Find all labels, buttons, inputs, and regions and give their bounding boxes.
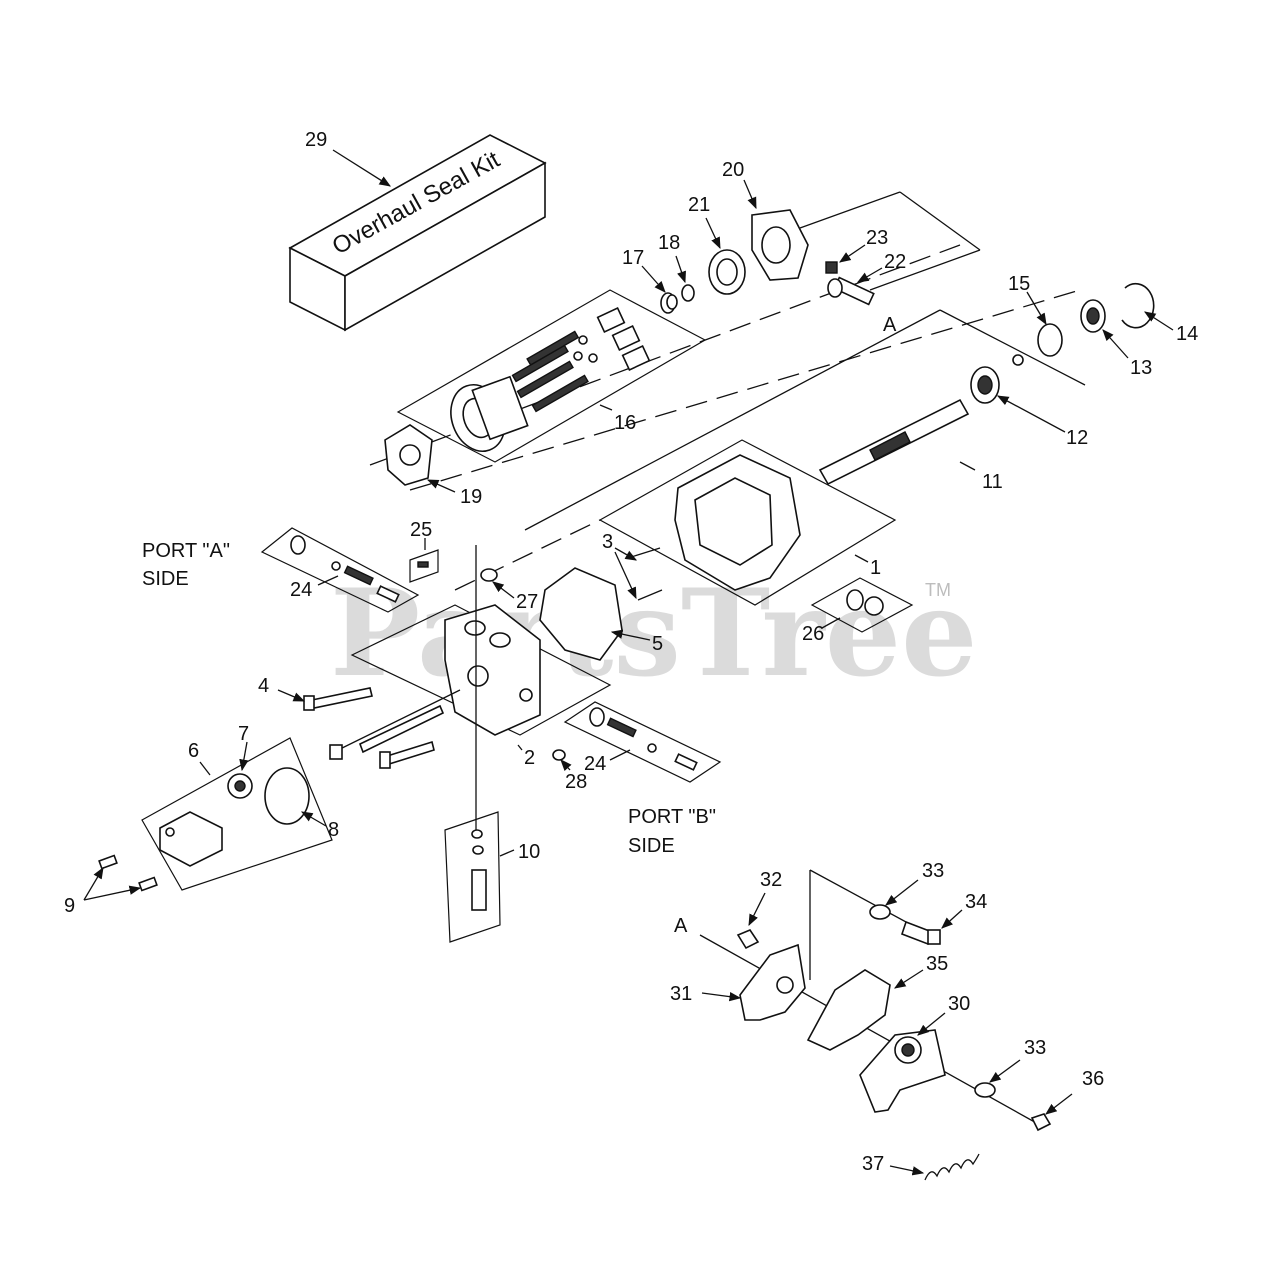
callout-31: 31 xyxy=(670,983,692,1005)
callout-12: 12 xyxy=(1066,427,1088,449)
bolt-34 xyxy=(900,920,941,946)
pump-housing-1 xyxy=(598,439,897,606)
bearing-12 xyxy=(970,366,1000,404)
callout-3: 3 xyxy=(602,531,613,553)
nut-36 xyxy=(1030,1113,1052,1132)
callout-24a: 24 xyxy=(290,579,312,601)
bracket-35 xyxy=(806,969,891,1051)
callout-6: 6 xyxy=(188,740,199,762)
callout-23: 23 xyxy=(866,227,888,249)
check-valve-25 xyxy=(409,549,439,583)
seal-26 xyxy=(810,577,914,633)
retaining-ring-14 xyxy=(1121,282,1155,329)
thrust-plate xyxy=(384,424,433,486)
callout-28: 28 xyxy=(565,771,587,793)
gerotor-7 xyxy=(227,773,253,799)
callout-4: 4 xyxy=(258,675,269,697)
gasket-5 xyxy=(539,567,623,661)
callout-13: 13 xyxy=(1130,357,1152,379)
callout-34: 34 xyxy=(965,891,987,913)
cylinder-block-assembly xyxy=(396,289,707,463)
callout-1: 1 xyxy=(870,557,881,579)
callout-15: 15 xyxy=(1008,273,1030,295)
bolts-center xyxy=(329,689,461,769)
callout-5: 5 xyxy=(652,633,663,655)
ring-17 xyxy=(660,292,678,314)
ref-letter-a-bottom: A xyxy=(674,915,688,937)
callout-36: 36 xyxy=(1082,1068,1104,1090)
plug-28 xyxy=(552,749,566,761)
ring-18 xyxy=(681,284,695,302)
washer-33a xyxy=(869,904,891,920)
relief-valve-24a xyxy=(260,527,420,613)
port-a-label-line2: SIDE xyxy=(142,568,189,590)
o-ring-8 xyxy=(264,767,310,825)
bypass-valve-10 xyxy=(444,545,501,943)
callout-20: 20 xyxy=(722,159,744,181)
control-arm-31 xyxy=(739,943,806,1021)
callout-17: 17 xyxy=(622,247,644,269)
callout-16: 16 xyxy=(614,412,636,434)
callout-26: 26 xyxy=(802,623,824,645)
callout-21: 21 xyxy=(688,194,710,216)
callout-33a: 33 xyxy=(922,860,944,882)
callout-32: 32 xyxy=(760,869,782,891)
lever-30 xyxy=(859,1029,946,1113)
overhaul-seal-kit-box: Overhaul Seal Kit xyxy=(288,134,547,332)
callout-8: 8 xyxy=(328,819,339,841)
spring-37 xyxy=(924,1153,980,1181)
watermark-text: PartsTree xyxy=(330,563,977,704)
callout-11: 11 xyxy=(982,471,1003,493)
key-23 xyxy=(825,261,838,274)
callout-37: 37 xyxy=(862,1153,884,1175)
port-b-label-line1: PORT "B" xyxy=(628,806,716,828)
bearing-21 xyxy=(708,249,746,295)
bolt-4 xyxy=(303,687,373,711)
swashplate-20 xyxy=(751,209,809,281)
callout-25: 25 xyxy=(410,519,432,541)
callout-10: 10 xyxy=(518,841,540,863)
callout-30: 30 xyxy=(948,993,970,1015)
port-a-label-line1: PORT "A" xyxy=(142,540,230,562)
callout-7: 7 xyxy=(238,723,249,745)
callout-33b: 33 xyxy=(1024,1037,1046,1059)
callout-2: 2 xyxy=(524,747,535,769)
bearing-13 xyxy=(1080,299,1106,333)
o-ring-15 xyxy=(1037,323,1063,357)
washer-33b xyxy=(974,1082,996,1098)
callout-27: 27 xyxy=(516,591,538,613)
screws-9 xyxy=(98,854,158,892)
ref-letter-a-top: A xyxy=(883,314,897,336)
callout-19: 19 xyxy=(460,486,482,508)
callout-14: 14 xyxy=(1176,323,1198,345)
callout-9: 9 xyxy=(64,895,75,917)
callout-35: 35 xyxy=(926,953,948,975)
bushing-32 xyxy=(736,929,760,950)
port-b-label-line2: SIDE xyxy=(628,835,675,857)
callout-24b: 24 xyxy=(584,753,606,775)
callout-22: 22 xyxy=(884,251,906,273)
relief-valve-24b xyxy=(563,701,722,783)
input-shaft-11 xyxy=(818,398,970,486)
trunnion-shaft-22 xyxy=(827,276,875,306)
trademark-text: TM xyxy=(925,580,951,600)
plug-27 xyxy=(480,568,498,582)
callout-29: 29 xyxy=(305,129,327,151)
center-section-2 xyxy=(350,604,612,736)
callout-18: 18 xyxy=(658,232,680,254)
